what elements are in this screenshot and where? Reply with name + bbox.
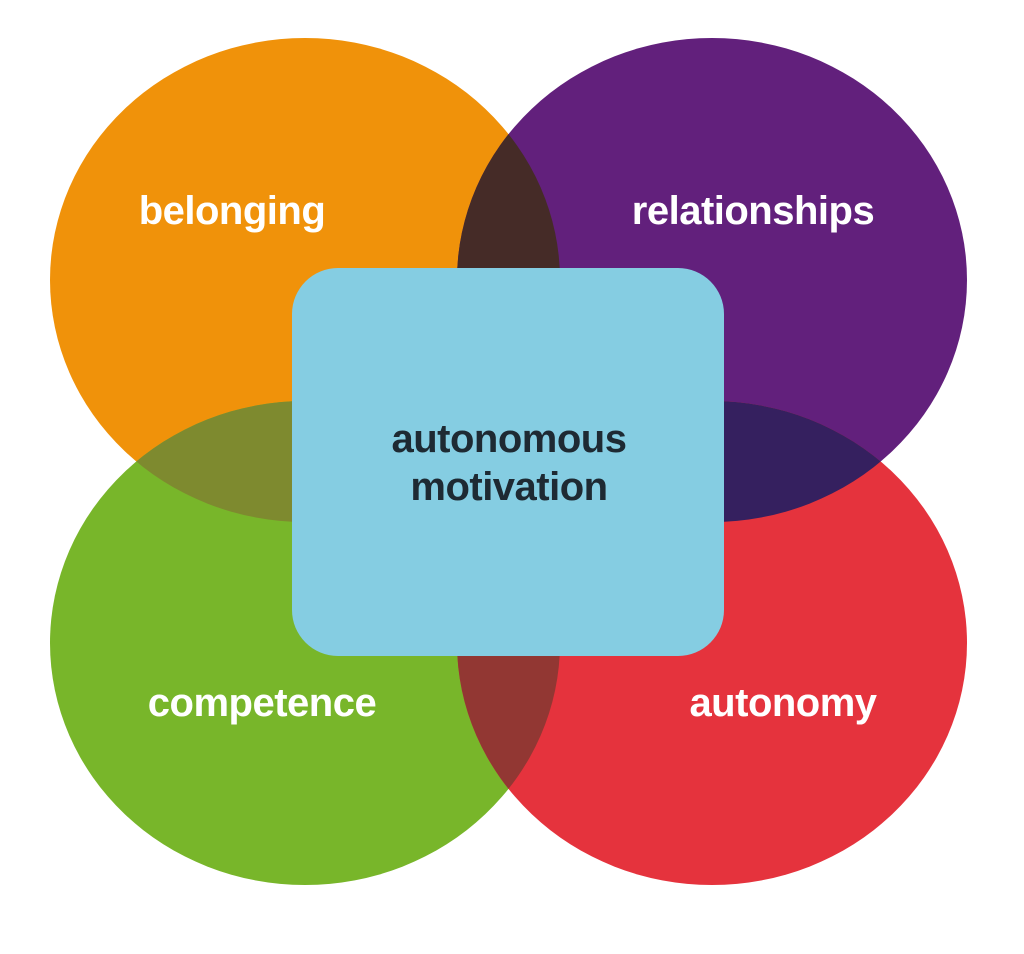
belonging-label: belonging (139, 189, 326, 233)
competence-label: competence (148, 681, 376, 725)
relationships-label: relationships (632, 189, 874, 233)
autonomous-motivation-box (292, 268, 724, 656)
center-label-line-2: motivation (410, 465, 607, 509)
autonomy-label: autonomy (689, 681, 877, 725)
center-label-line-1: autonomous (392, 417, 627, 461)
